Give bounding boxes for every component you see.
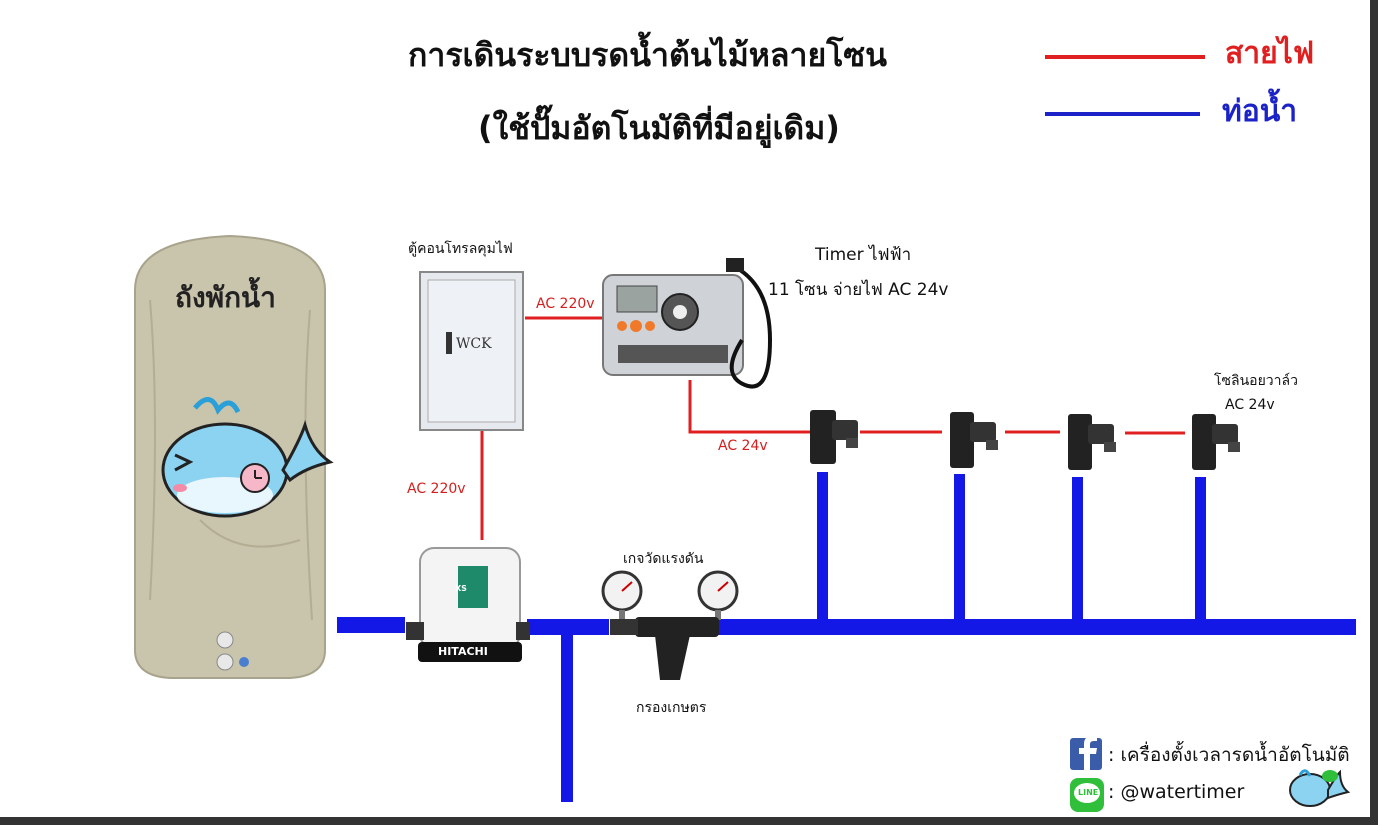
pipe-riser-2 — [954, 474, 965, 622]
gauge-label: เกจวัดแรงดัน — [623, 551, 704, 567]
pump-brand: HITACHI — [438, 645, 488, 658]
pipe-tee-down — [561, 619, 573, 802]
control-cabinet — [419, 271, 524, 431]
footer-whale-icon — [1289, 769, 1351, 807]
filter-label: กรองเกษตร — [636, 700, 707, 716]
whale-mascot-icon — [161, 397, 334, 518]
pump-series: XS — [455, 584, 467, 593]
wire-label-timer-valves: AC 24v — [718, 438, 768, 454]
filter-icon — [610, 617, 719, 680]
diagram-title-line1: การเดินระบบรดน้ำต้นไม้หลายโซน — [408, 36, 887, 74]
solenoid-valve-2-icon — [950, 412, 998, 468]
pipe-riser-1 — [817, 472, 828, 622]
pipe-riser-3 — [1072, 477, 1083, 622]
pressure-gauge-left-icon — [601, 570, 643, 620]
wire-label-cabinet-timer: AC 220v — [536, 296, 595, 312]
footer-line-text: : @watertimer — [1108, 781, 1245, 803]
valve-label-line2: AC 24v — [1225, 397, 1275, 413]
tank-label: ถังพักน้ำ — [175, 281, 276, 314]
legend-pipe-label: ท่อน้ำ — [1222, 94, 1298, 129]
line-icon — [1070, 778, 1104, 812]
wire-label-cabinet-pump: AC 220v — [407, 481, 466, 497]
pressure-gauge-right-icon — [697, 570, 739, 620]
solenoid-valve-4-icon — [1192, 414, 1240, 470]
timer-label-line2: 11 โซน จ่ายไฟ AC 24v — [768, 280, 949, 300]
timer-controller — [602, 258, 773, 389]
facebook-icon — [1070, 736, 1102, 770]
pipe-main — [718, 619, 1356, 635]
solenoid-valve-1-icon — [810, 410, 858, 464]
diagram-title-line2: (ใช้ปั๊มอัตโนมัติที่มีอยู่เดิม) — [478, 109, 840, 147]
timer-label-line1: Timer ไฟฟ้า — [815, 245, 912, 265]
pipe-tank-pump — [337, 617, 405, 633]
legend-power-label: สายไฟ — [1225, 36, 1315, 71]
cabinet-label: ตู้คอนโทรลคุมไฟ — [408, 241, 513, 257]
wire-timer-valves — [688, 380, 810, 434]
solenoid-valve-3-icon — [1068, 414, 1116, 470]
cabinet-brand: WCK — [456, 336, 492, 352]
water-pump — [406, 547, 530, 662]
pipe-riser-4 — [1195, 477, 1206, 622]
line-icon-text: LINE — [1078, 788, 1099, 797]
footer-facebook-text: : เครื่องตั้งเวลารดน้ำอัตโนมัติ — [1108, 744, 1350, 766]
valve-label-line1: โซลินอยวาล์ว — [1214, 373, 1298, 389]
